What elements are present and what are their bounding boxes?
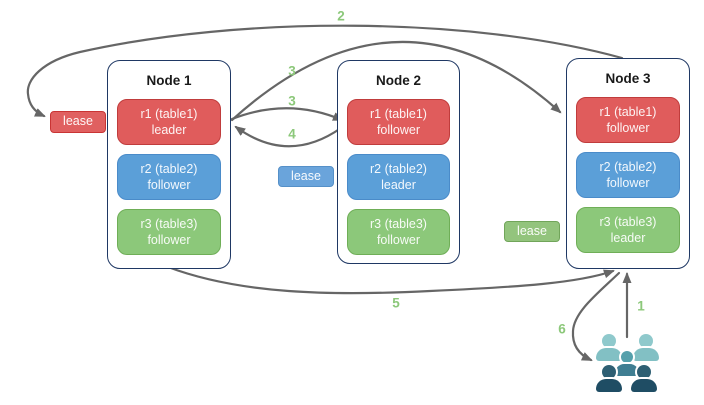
replica-name: r2 (table2) <box>140 161 198 176</box>
arrow-step-6-node3-to-users <box>571 271 621 362</box>
node-1-replica-r3: r3 (table3) follower <box>117 209 221 255</box>
replica-name: r2 (table2) <box>599 159 657 174</box>
replica-name: r1 (table1) <box>370 106 427 121</box>
replica-name: r3 (table3) <box>599 214 657 229</box>
replica-role: leader <box>610 231 646 245</box>
node-3-title: Node 3 <box>605 71 651 86</box>
step-label-1: 1 <box>637 298 645 314</box>
node-2-replica-r1: r1 (table1) follower <box>347 99 450 145</box>
node-1-title: Node 1 <box>146 73 192 88</box>
node-3-replica-r1: r1 (table1) follower <box>576 97 680 143</box>
replica-role: follower <box>147 178 191 192</box>
arrow-step-4-node2-to-leader <box>234 125 343 148</box>
step-label-3b: 3 <box>288 93 296 109</box>
person-icon <box>596 334 622 362</box>
lease-badge-green: lease <box>504 221 560 242</box>
lease-badge-blue: lease <box>278 166 334 187</box>
arrow-step-5-node1-to-node3 <box>166 265 615 295</box>
replica-name: r2 (table2) <box>370 161 427 176</box>
node-3-replica-r3: r3 (table3) leader <box>576 207 680 253</box>
step-label-3a: 3 <box>288 63 296 79</box>
person-icon <box>631 365 657 393</box>
step-label-2: 2 <box>337 8 345 24</box>
node-2-replica-r3: r3 (table3) follower <box>347 209 450 255</box>
node-1: Node 1 r1 (table1) leader r2 (table2) fo… <box>107 60 231 269</box>
replica-role: follower <box>376 233 421 247</box>
node-2: Node 2 r1 (table1) follower r2 (table2) … <box>337 60 460 264</box>
node-2-title: Node 2 <box>375 73 421 88</box>
replica-name: r1 (table1) <box>599 104 657 119</box>
replica-role: follower <box>606 176 650 190</box>
replica-role: follower <box>606 121 650 135</box>
step-label-5: 5 <box>392 295 400 311</box>
node-1-replica-r2: r2 (table2) follower <box>117 154 221 200</box>
node-2-replica-r2: r2 (table2) leader <box>347 154 450 200</box>
person-icon <box>615 351 639 379</box>
user-group-icon <box>594 334 666 398</box>
replica-role: leader <box>151 123 187 137</box>
person-icon <box>596 365 622 393</box>
replica-role: follower <box>147 233 191 247</box>
node-3-replica-r2: r2 (table2) follower <box>576 152 680 198</box>
arrow-step-2-node3-to-lease1 <box>26 24 624 118</box>
step-label-6: 6 <box>558 321 566 337</box>
node-3: Node 3 r1 (table1) follower r2 (table2) … <box>566 58 690 269</box>
person-icon <box>633 334 659 362</box>
replica-role: leader <box>381 178 416 192</box>
arrow-step-3-leader-to-node2 <box>230 107 344 122</box>
node-1-replica-r1: r1 (table1) leader <box>117 99 221 145</box>
replica-name: r1 (table1) <box>140 106 198 121</box>
arrow-step-3-leader-to-node3 <box>230 40 562 122</box>
step-label-4: 4 <box>288 126 296 142</box>
replica-role: follower <box>376 123 421 137</box>
replica-name: r3 (table3) <box>370 216 427 231</box>
replica-name: r3 (table3) <box>140 216 198 231</box>
lease-badge-red: lease <box>50 111 106 133</box>
